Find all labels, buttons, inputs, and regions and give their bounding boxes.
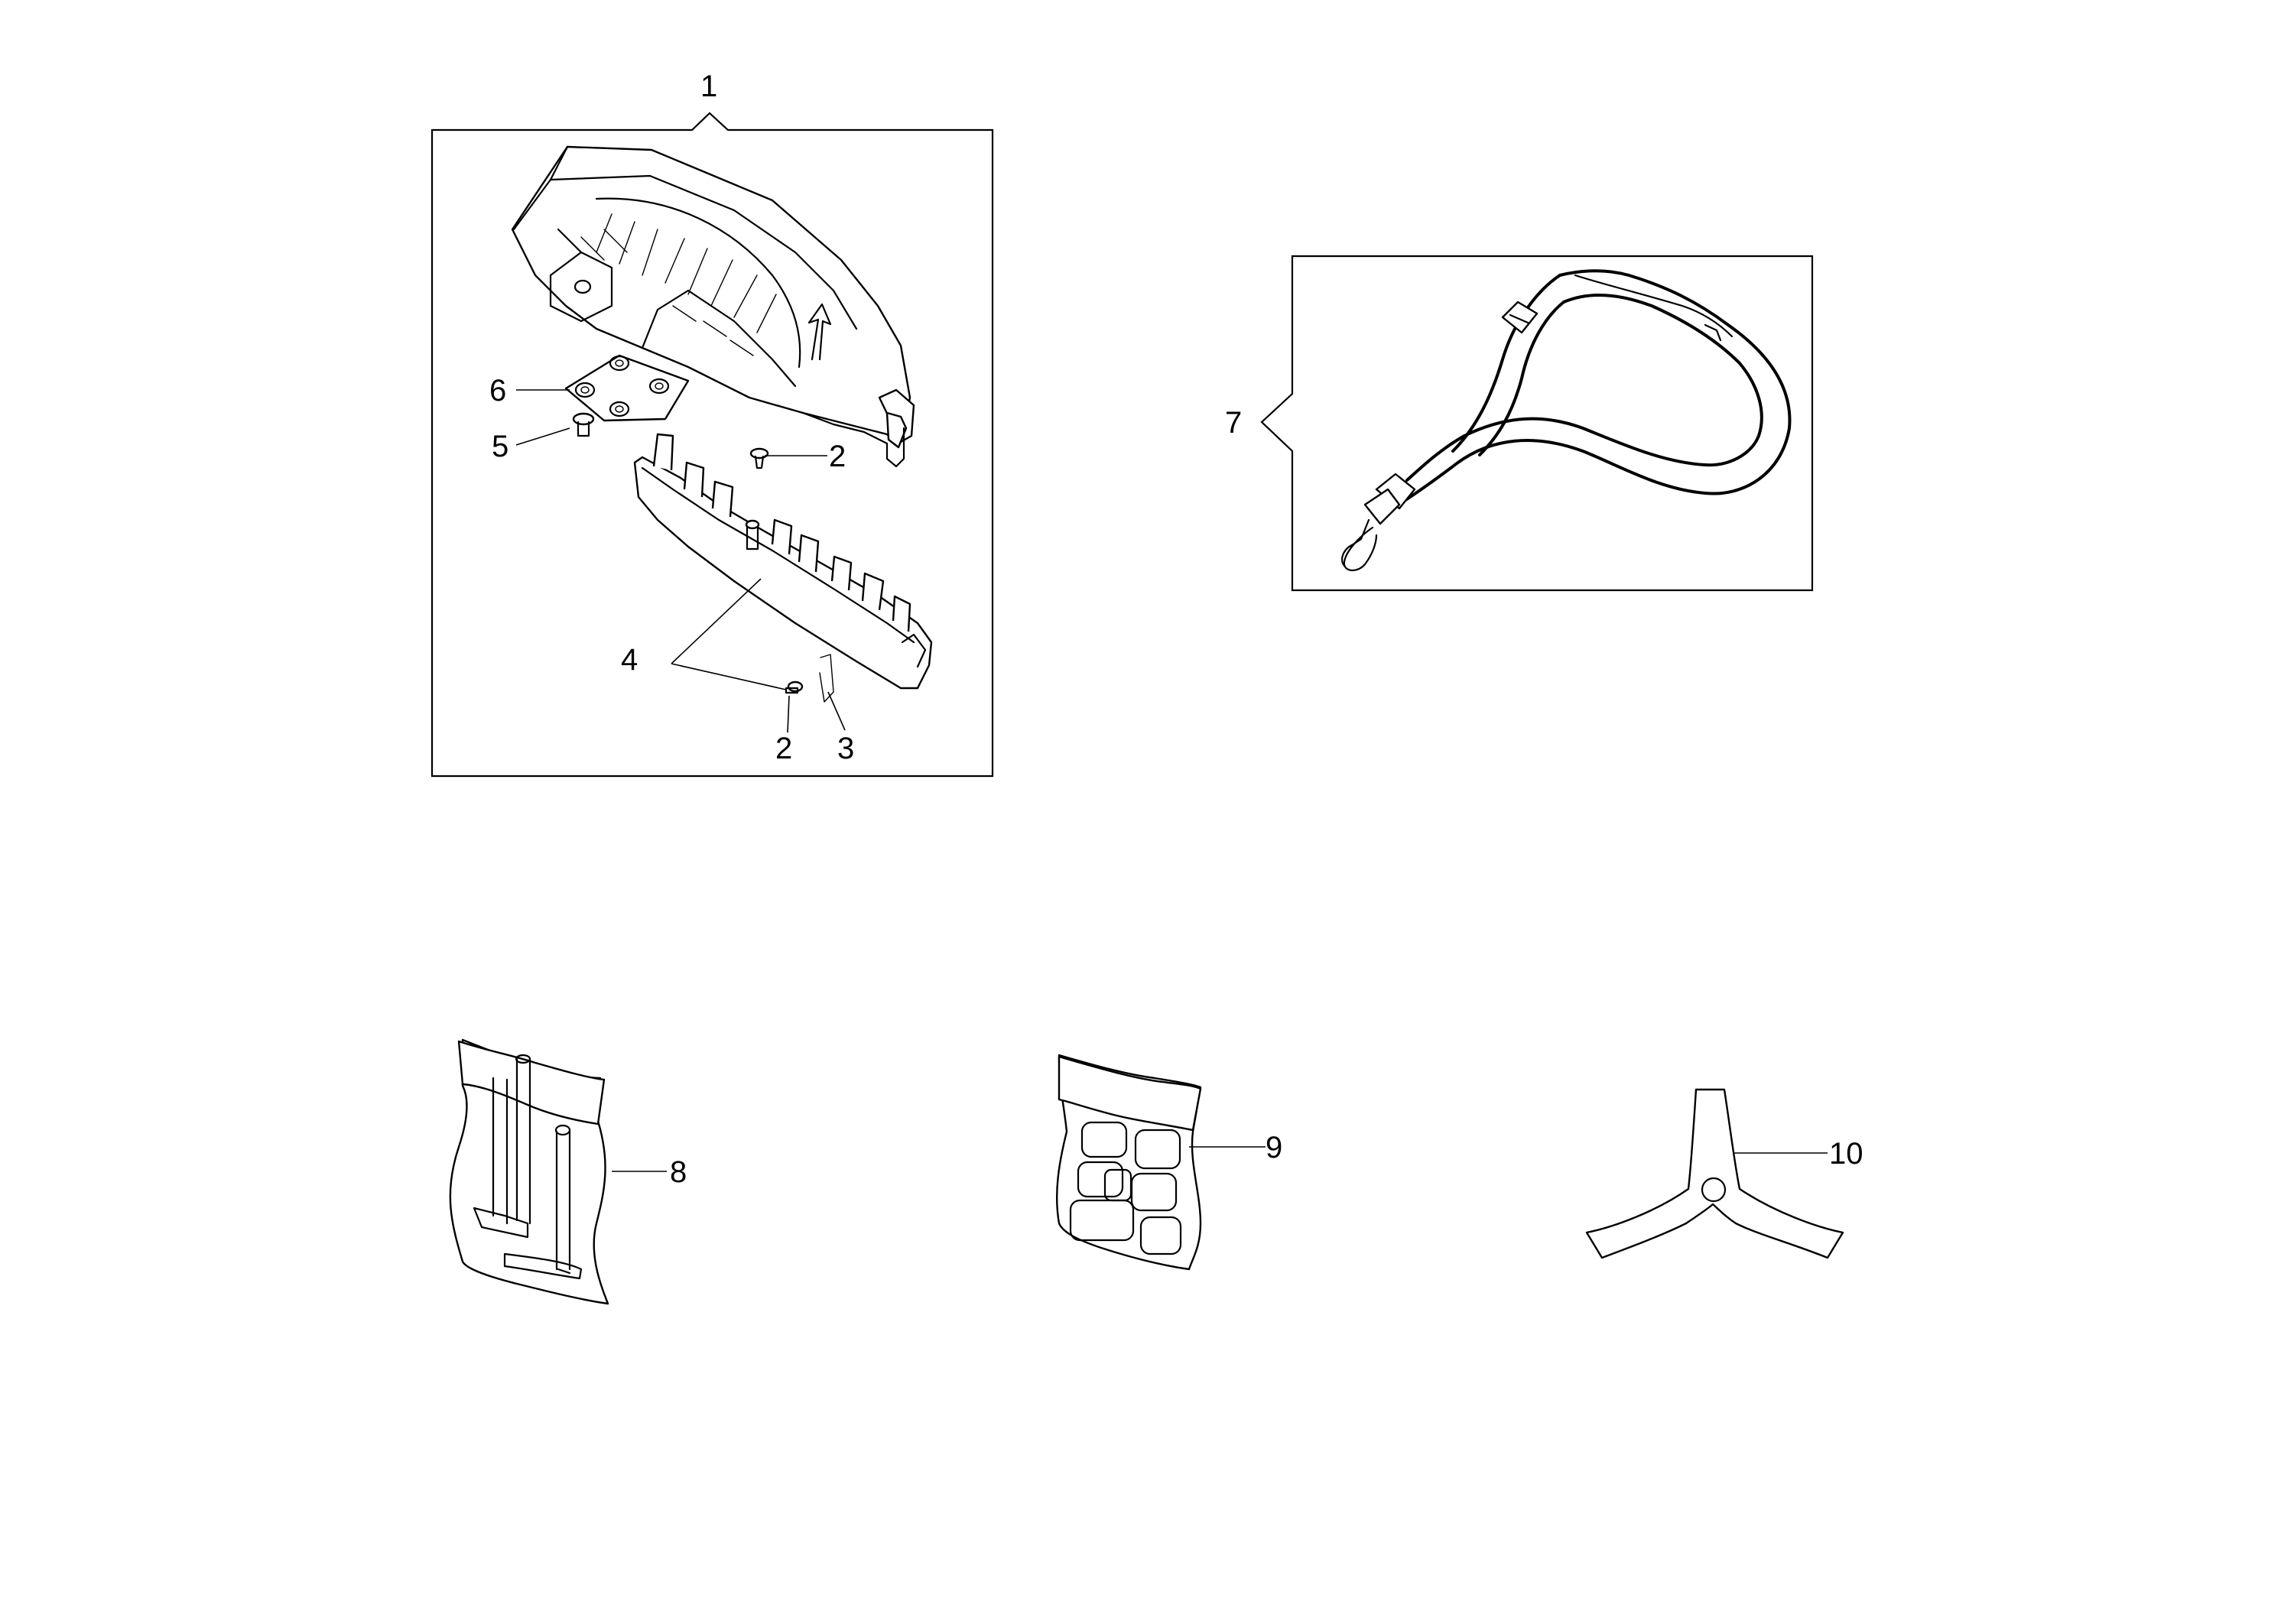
tool-kit-illustration <box>449 1038 609 1305</box>
guard-assembly-group: 1 6 5 2 4 2 3 <box>431 70 994 778</box>
callout-4: 4 <box>621 643 638 677</box>
cutter-bar-illustration <box>633 433 933 690</box>
leader-4a <box>671 578 762 664</box>
callout-6: 6 <box>489 374 506 408</box>
spring-clip-illustration <box>819 654 834 703</box>
protective-kit-illustration <box>1056 1054 1202 1271</box>
callout-7: 7 <box>1225 406 1242 440</box>
tool-kit-group: 8 <box>449 1038 687 1305</box>
bolt-illustration <box>572 412 595 437</box>
mounting-plate-illustration <box>564 354 690 422</box>
screw-upper-illustration <box>749 447 769 469</box>
callout-1: 1 <box>700 70 717 103</box>
callout-2b: 2 <box>775 732 792 765</box>
callout-2a: 2 <box>829 440 846 473</box>
harness-group: 7 <box>1225 255 1814 592</box>
protective-kit-group: 9 <box>1056 1054 1282 1271</box>
callout-10: 10 <box>1829 1137 1863 1171</box>
callout-3: 3 <box>837 732 854 765</box>
callout-8: 8 <box>670 1155 687 1189</box>
callout-9: 9 <box>1266 1131 1282 1164</box>
harness-frame <box>1260 255 1814 592</box>
leader-5 <box>515 427 570 446</box>
callout-5: 5 <box>492 430 509 463</box>
shoulder-strap-illustration <box>1341 269 1792 571</box>
grass-guard-illustration <box>511 145 915 468</box>
leader-3 <box>827 691 846 731</box>
leader-4b <box>671 663 787 690</box>
screw-lower-illustration <box>785 680 804 694</box>
guard-assembly-frame <box>431 112 994 778</box>
three-tooth-blade-illustration <box>1585 1088 1844 1259</box>
leader-2b <box>787 695 790 733</box>
blade-group: 10 <box>1585 1088 1863 1259</box>
